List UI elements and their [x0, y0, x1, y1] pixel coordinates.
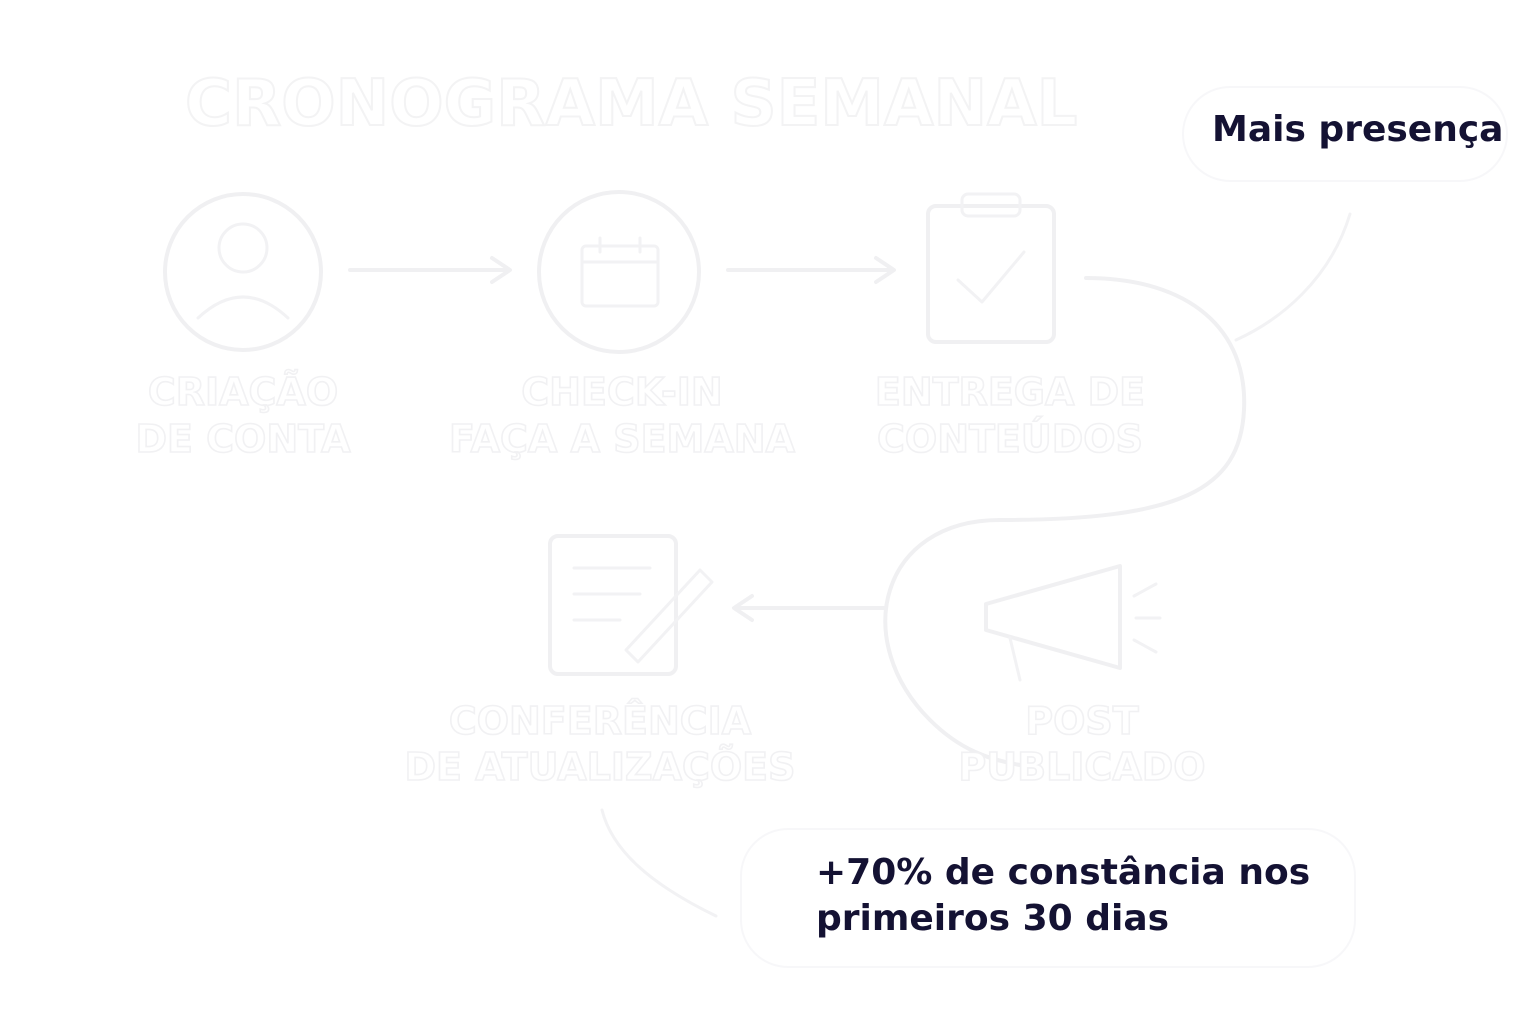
stat-callout	[740, 828, 1356, 968]
step-1-line1: CRIAÇÃO	[148, 370, 338, 414]
step-3-line1: ENTREGA DE	[875, 370, 1145, 414]
megaphone-icon	[984, 564, 1162, 682]
step-5-line2: DE ATUALIZAÇÕES	[404, 745, 795, 789]
stat-callout-line2: primeiros 30 dias	[816, 898, 1170, 939]
step-1-line2: DE CONTA	[135, 417, 351, 461]
step-3-line2: CONTEÚDOS	[877, 417, 1143, 461]
report-icon	[548, 534, 714, 676]
clipboard-icon	[926, 192, 1056, 344]
step-2-line2: FAÇA A SEMANA	[449, 417, 796, 461]
step-4-line1: POST	[1025, 699, 1139, 743]
presence-callout-text: Mais presença	[1212, 109, 1504, 150]
arrow-1	[348, 256, 512, 284]
calendar-icon	[537, 190, 701, 354]
presence-callout	[1182, 86, 1508, 182]
person-icon	[163, 192, 323, 352]
step-2-line1: CHECK-IN	[521, 370, 722, 414]
arrow-3	[732, 594, 888, 622]
stat-callout-line1: +70% de constância nos	[816, 852, 1311, 893]
connector-to-callout	[600, 808, 718, 918]
curved-connector	[883, 212, 1352, 767]
stat-callout-text: +70% de constância nos primeiros 30 dias	[816, 850, 1336, 942]
step-5-line1: CONFERÊNCIA	[449, 699, 752, 743]
step-4-line2: PUBLICADO	[958, 745, 1205, 789]
diagram-title: CRONOGRAMA SEMANAL	[185, 67, 1077, 141]
arrow-2	[726, 256, 896, 284]
